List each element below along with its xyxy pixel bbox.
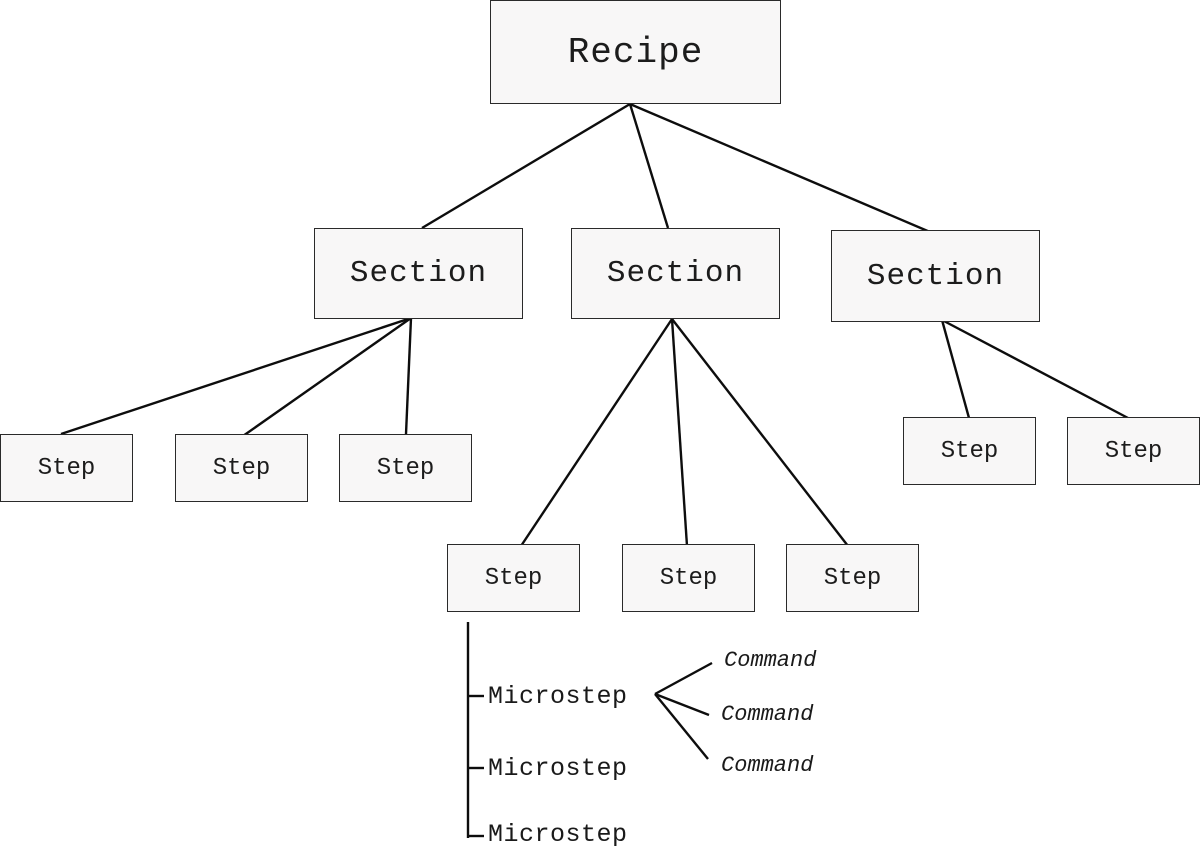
step-node-3-2: Step [1067, 417, 1200, 485]
step-node-1-1: Step [0, 434, 133, 502]
step-node-2-3: Step [786, 544, 919, 612]
command-label-2: Command [721, 702, 814, 727]
section-node-1: Section [314, 228, 523, 319]
edge-recipe-section-3 [629, 102, 931, 234]
edge-section-1-step-1 [60, 316, 412, 436]
microstep-label-3: Microstep [488, 820, 628, 849]
command-label-1: Command [724, 648, 817, 673]
edge-section-2-step-2 [670, 318, 689, 547]
section-node-2: Section [571, 228, 780, 319]
command-label-3: Command [721, 753, 814, 778]
edge-microstep-command-1 [654, 661, 713, 696]
step-node-2-2: Step [622, 544, 755, 612]
edge-microstep-command-2 [654, 692, 710, 717]
edge-section-1-step-2 [242, 317, 412, 437]
step-node-1-2: Step [175, 434, 308, 502]
microstep-label-2: Microstep [488, 754, 628, 783]
step-node-2-1: Step [447, 544, 580, 612]
microstep-label-1: Microstep [488, 682, 628, 711]
step-node-1-3: Step [339, 434, 472, 502]
edge-section-3-step-2 [941, 318, 1129, 420]
edge-section-3-step-1 [940, 319, 971, 419]
edge-section-1-step-3 [404, 317, 413, 435]
recipe-node: Recipe [490, 0, 781, 104]
section-node-3: Section [831, 230, 1040, 322]
edge-section-2-step-1 [520, 318, 673, 547]
edge-recipe-section-2 [628, 103, 670, 229]
step-node-3-1: Step [903, 417, 1036, 485]
edge-microstep-command-3 [654, 693, 709, 760]
edge-recipe-section-1 [421, 102, 631, 230]
edge-section-2-step-3 [671, 318, 849, 547]
